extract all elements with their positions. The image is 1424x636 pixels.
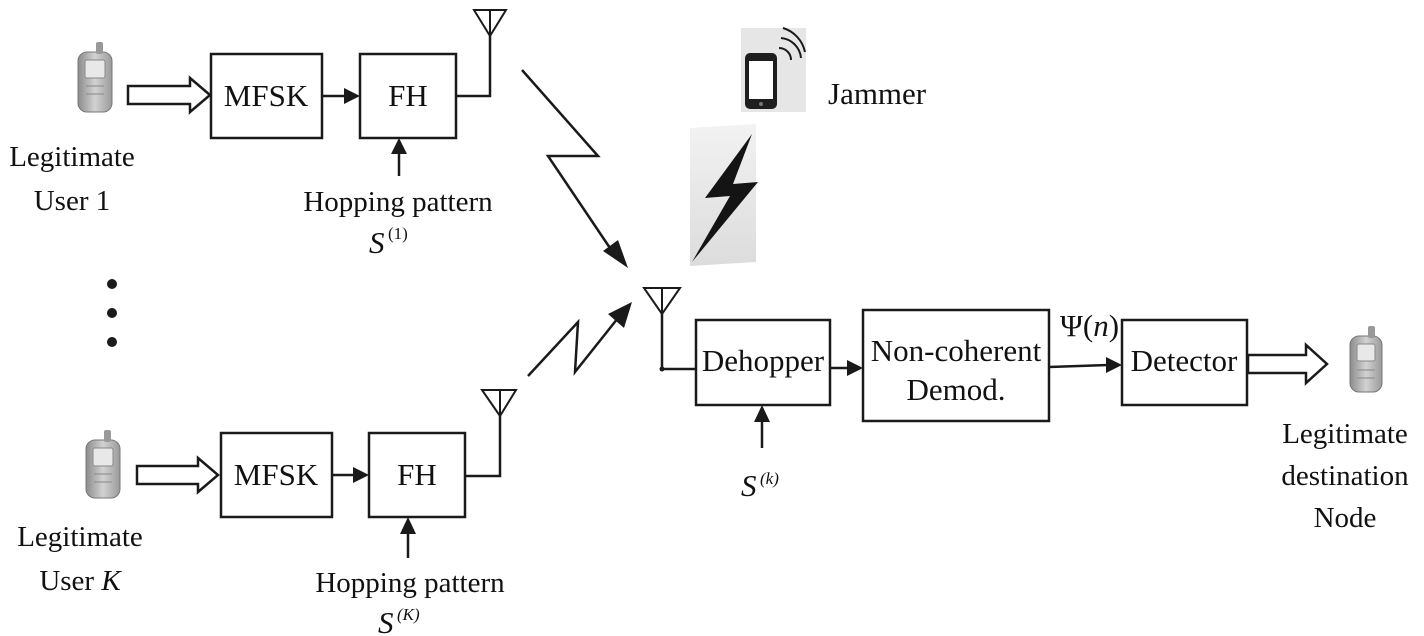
hopping-sequence-k-symbol: S (K) <box>378 605 420 636</box>
antenna-k-feed <box>465 416 502 478</box>
user-1-label-line1: Legitimate <box>9 141 135 173</box>
destination-label-line3: Node <box>1314 502 1377 534</box>
wireless-link-1 <box>521 69 616 255</box>
jammer-phone-icon <box>741 27 806 112</box>
hopping-pattern-k-label: Hopping pattern <box>315 567 505 599</box>
svg-text:(k): (k) <box>760 469 779 488</box>
mfsk-block-k <box>219 431 334 519</box>
dehopper-block <box>694 318 832 407</box>
demod-to-detector-arrow <box>1048 363 1109 369</box>
antenna-k-icon <box>480 389 518 418</box>
receiver-antenna-icon <box>642 287 682 316</box>
svg-text:(K): (K) <box>397 605 420 624</box>
destination-label-line2: destination <box>1281 460 1409 492</box>
dehopper-sequence-symbol: S (k) <box>741 468 779 503</box>
demod-label-line1: Non-coherent <box>871 333 1042 368</box>
fh-block-k-label: FH <box>397 457 437 492</box>
mfsk-block-k-label: MFSK <box>234 457 319 492</box>
demod-label-line2: Demod. <box>906 372 1005 407</box>
jammer-label: Jammer <box>828 76 927 111</box>
antenna-1-icon <box>472 9 508 38</box>
wireless-link-k <box>527 317 619 377</box>
mfsk-block-1-label: MFSK <box>224 78 309 113</box>
receiver-antenna-feed <box>660 314 697 371</box>
mfsk-block-1 <box>209 52 324 140</box>
user-1-label-line2: User 1 <box>34 185 111 217</box>
antenna-1-feed <box>456 36 492 98</box>
detector-to-destination-hollow-arrow <box>1246 342 1329 386</box>
destination-label-line1: Legitimate <box>1282 418 1408 450</box>
svg-text:S: S <box>369 225 385 260</box>
noncoherent-demod-block <box>861 308 1051 423</box>
svg-text:(1): (1) <box>388 224 408 243</box>
svg-text:S: S <box>378 605 394 636</box>
hopping-pattern-1-label: Hopping pattern <box>303 186 493 218</box>
destination-device-icon <box>1349 326 1383 393</box>
user-k-label-line2: User K <box>39 565 122 597</box>
jamming-bolt-icon <box>690 124 758 266</box>
user-1-to-mfsk-hollow-arrow <box>126 75 212 115</box>
hopping-sequence-1-symbol: S (1) <box>369 224 408 260</box>
user-k-to-mfsk-hollow-arrow <box>135 455 220 495</box>
dehopper-label: Dehopper <box>702 343 825 378</box>
ellipsis-dots <box>107 279 117 347</box>
user-k-label-line1: Legitimate <box>17 521 143 553</box>
fh-block-1-label: FH <box>388 78 428 113</box>
user-1-device-icon <box>77 42 113 113</box>
svg-text:S: S <box>741 468 757 503</box>
detector-label: Detector <box>1131 343 1238 378</box>
decision-statistic-label: Ψ(n) <box>1060 308 1119 343</box>
user-k-device-icon <box>85 430 121 499</box>
